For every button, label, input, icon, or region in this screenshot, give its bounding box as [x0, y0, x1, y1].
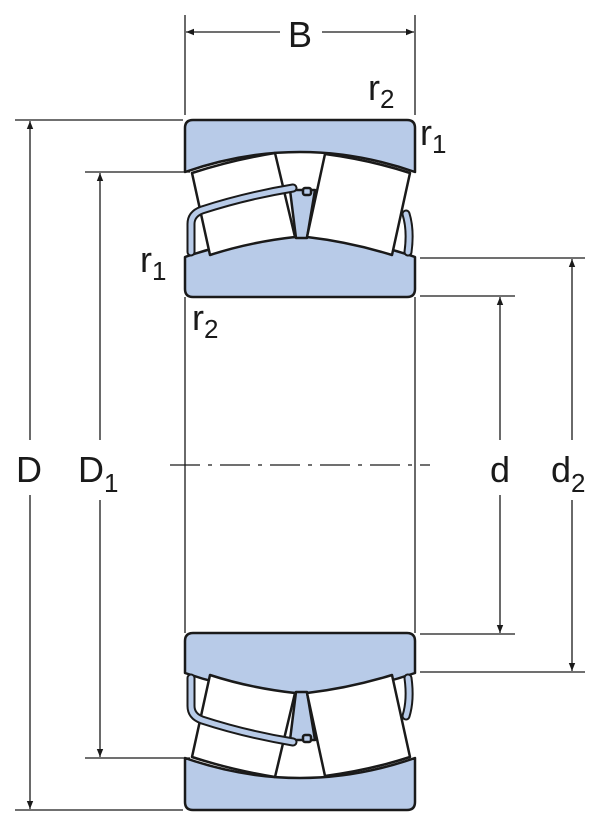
dimension-B: B: [184, 14, 416, 115]
dimension-d2: d2: [420, 257, 586, 673]
label-D: D: [16, 449, 42, 490]
label-d: d: [490, 449, 510, 490]
dimension-D: D: [15, 119, 183, 811]
dimension-D1: D1: [78, 171, 190, 759]
label-r1-left: r1: [140, 239, 166, 286]
bearing-top-section: [185, 120, 415, 297]
dimension-d: d: [420, 295, 515, 635]
bearing-bottom-section: [185, 633, 415, 810]
label-B: B: [288, 14, 312, 55]
label-D1: D1: [78, 449, 118, 498]
label-r2-left: r2: [192, 297, 218, 344]
label-d2: d2: [551, 449, 586, 498]
label-r2-top: r2: [368, 67, 394, 114]
label-r1-top: r1: [420, 112, 446, 159]
